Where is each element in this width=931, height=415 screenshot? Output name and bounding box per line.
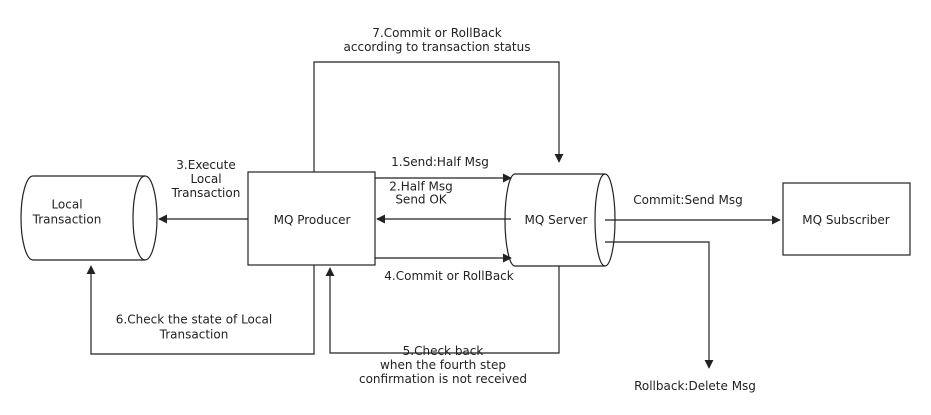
- edge-step4: 4.Commit or RollBack: [375, 253, 514, 283]
- mq-server-node: MQ Server: [504, 173, 616, 267]
- mq-server-label: MQ Server: [525, 213, 588, 227]
- mq-producer-node: MQ Producer: [247, 171, 376, 266]
- mq-subscriber-label: MQ Subscriber: [802, 213, 890, 227]
- mq-subscriber-node: MQ Subscriber: [782, 182, 911, 256]
- edge-step1: 1.Send:Half Msg: [375, 155, 512, 183]
- step1-label: 1.Send:Half Msg: [391, 155, 489, 169]
- step4-label: 4.Commit or RollBack: [384, 269, 513, 283]
- rollback-label: Rollback:Delete Msg: [634, 379, 756, 393]
- commit-label: Commit:Send Msg: [633, 193, 742, 207]
- mq-producer-label: MQ Producer: [274, 213, 351, 227]
- edge-commit: Commit:Send Msg: [605, 193, 781, 225]
- edge-rollback: Rollback:Delete Msg: [605, 241, 756, 393]
